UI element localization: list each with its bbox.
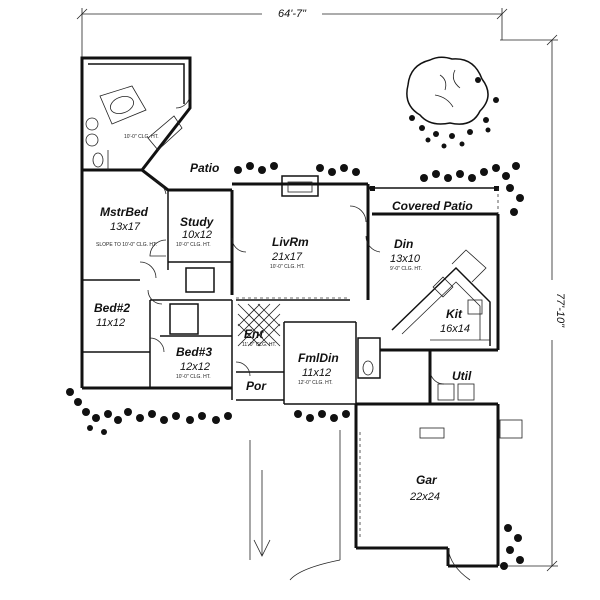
label-mstr-bed: MstrBed xyxy=(100,205,149,219)
label-bed2: Bed#2 xyxy=(94,301,130,315)
label-study: Study xyxy=(180,215,215,229)
size-gar: 22x24 xyxy=(409,491,440,503)
driveway xyxy=(249,430,471,581)
label-din: Din xyxy=(394,237,413,251)
depth-dimension: 77'-10" xyxy=(500,34,566,572)
size-bed3: 12x12 xyxy=(180,361,210,373)
size-din: 13x10 xyxy=(390,253,421,265)
doors xyxy=(139,93,445,385)
label-ent: Ent xyxy=(244,327,264,341)
label-covered-patio: Covered Patio xyxy=(392,199,473,213)
label-util: Util xyxy=(452,369,472,383)
size-mstr-bed: 13x17 xyxy=(110,221,141,233)
size-study: 10x12 xyxy=(182,229,212,241)
shrubs-front xyxy=(66,388,524,570)
note-fml-din: 12'-0" CLG. HT. xyxy=(298,380,333,386)
label-fml-din: FmlDin xyxy=(298,351,339,365)
interior-walls xyxy=(82,190,381,405)
tree-icon xyxy=(406,56,499,149)
note-din: 9'-0" CLG. HT. xyxy=(390,266,422,272)
size-fml-din: 11x12 xyxy=(302,367,331,379)
label-kit: Kit xyxy=(446,307,463,321)
note-liv-rm: 10'-0" CLG. HT. xyxy=(270,264,305,270)
size-bed2: 11x12 xyxy=(96,317,125,329)
width-dimension: 64'-7" xyxy=(76,6,508,58)
size-liv-rm: 21x17 xyxy=(271,251,303,263)
house-walls xyxy=(80,168,523,568)
label-patio: Patio xyxy=(190,161,219,175)
note-mstr-bed: SLOPE TO 10'-0" CLG. HT. xyxy=(96,242,157,248)
label-liv-rm: LivRm xyxy=(272,235,309,249)
width-label: 64'-7" xyxy=(278,8,307,20)
mstr-bath-note: 10'-0" CLG. HT. xyxy=(124,134,159,140)
depth-label: 77'-10" xyxy=(554,293,566,328)
label-por: Por xyxy=(246,379,267,393)
master-bath-wing: 10'-0" CLG. HT. xyxy=(80,56,192,172)
size-kit: 16x14 xyxy=(440,323,470,335)
note-ent: 11'-0" CLG. HT. xyxy=(242,342,276,348)
label-bed3: Bed#3 xyxy=(176,345,212,359)
shrubs-top xyxy=(234,162,524,216)
kitchen-counters xyxy=(391,249,491,401)
note-study: 10'-0" CLG. HT. xyxy=(176,242,211,248)
note-bed3: 10'-0" CLG. HT. xyxy=(176,374,211,380)
fireplace-icon xyxy=(281,175,319,197)
room-labels: Patio Covered Patio MstrBed 13x17 SLOPE … xyxy=(94,161,473,503)
label-gar: Gar xyxy=(416,473,438,487)
